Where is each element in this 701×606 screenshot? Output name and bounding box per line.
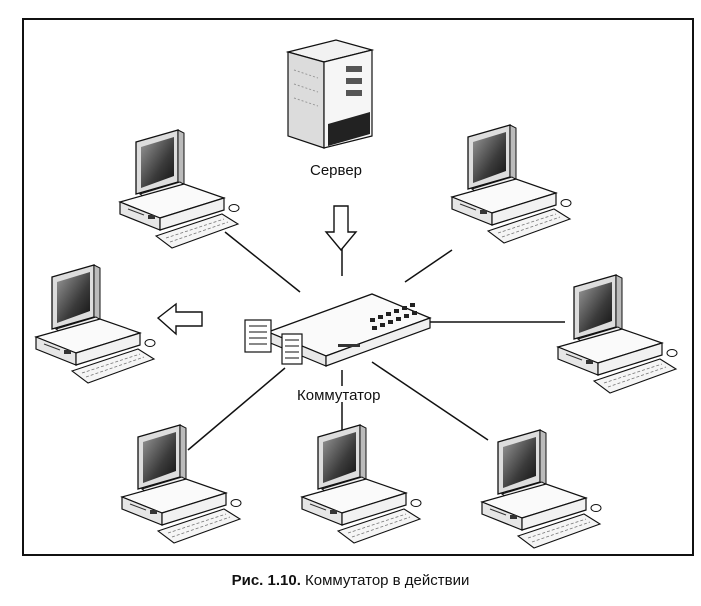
switch-label: Коммутатор: [297, 387, 380, 404]
workstation-bottom-center: [301, 424, 422, 544]
link-bottom-right: [371, 361, 489, 441]
link-top-right: [404, 249, 453, 283]
workstation-bottom-right: [481, 429, 602, 549]
link-top-left: [224, 231, 301, 293]
figure-caption: Рис. 1.10. Коммутатор в действии: [0, 572, 701, 589]
workstation-top-right: [451, 124, 572, 244]
network-links: [187, 231, 565, 451]
workstation-top-left: [119, 129, 240, 249]
arrow-down-icon: [324, 205, 358, 252]
workstation-bottom-left: [121, 424, 242, 544]
diagram-frame: [22, 18, 694, 556]
caption-text: Коммутатор в действии: [305, 572, 470, 589]
link-bottom-left: [187, 367, 286, 451]
caption-number: Рис. 1.10.: [231, 572, 301, 589]
workstation-right: [557, 274, 678, 394]
arrow-left-icon: [156, 302, 203, 336]
server-label: Сервер: [310, 162, 362, 179]
server-icon: [285, 39, 375, 149]
switch-icon: [244, 293, 432, 367]
workstation-left: [35, 264, 156, 384]
